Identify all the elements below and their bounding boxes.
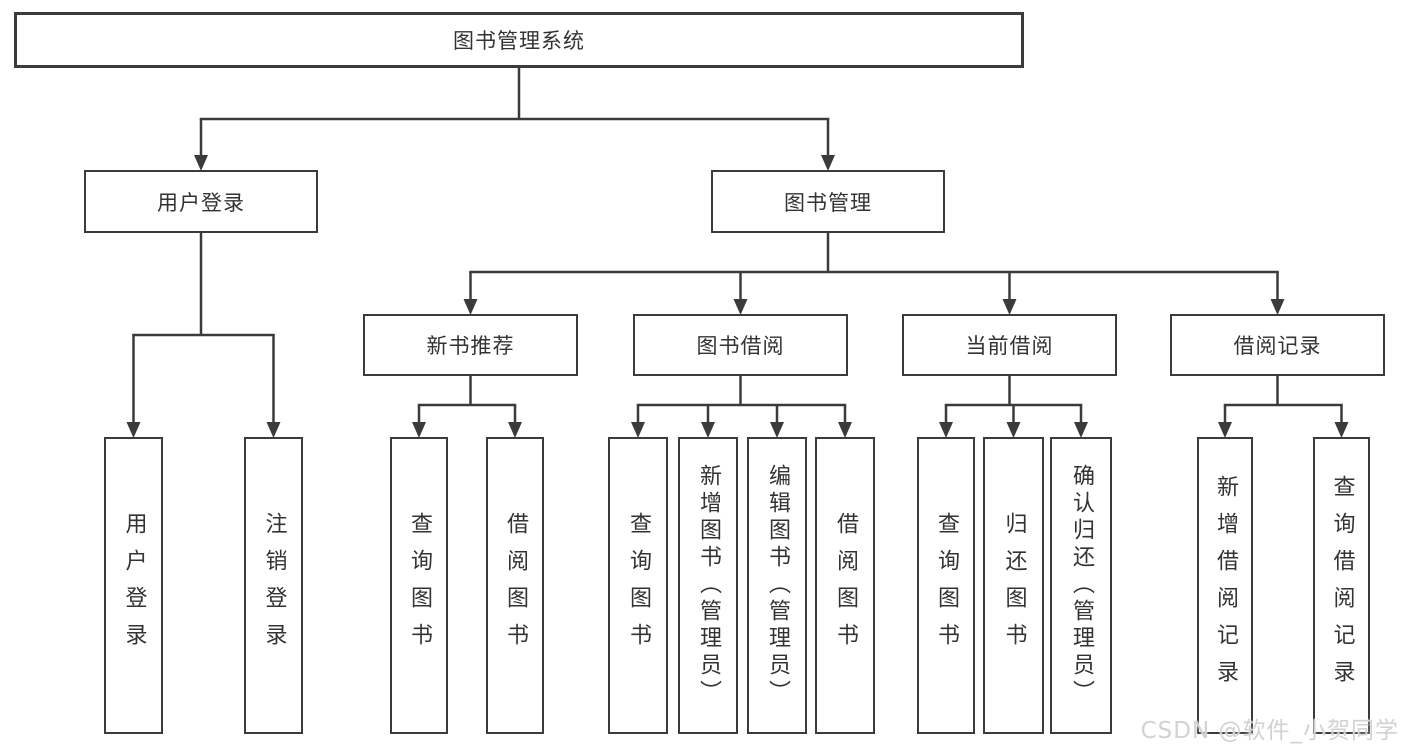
node-label: 图书管理: [784, 190, 872, 215]
arrow-head: [631, 422, 645, 438]
node-nb_borrow: 借阅图书: [486, 437, 544, 734]
arrow-head: [733, 299, 748, 315]
node-bw_add: 新增图书（管理员）: [678, 437, 738, 734]
node-cur_return: 归还图书: [983, 437, 1044, 734]
arrow-head: [126, 422, 141, 438]
node-label: 确认归还（管理员）: [1069, 464, 1094, 707]
node-label: 用户登录: [157, 190, 245, 215]
arrow-head: [821, 155, 835, 171]
node-label: 查询图书: [407, 511, 432, 660]
node-nb_query: 查询图书: [390, 437, 448, 734]
arrow-head: [412, 422, 426, 438]
node-label: 新增借阅记录: [1213, 474, 1238, 697]
node-bw_edit: 编辑图书（管理员）: [747, 437, 807, 734]
node-current: 当前借阅: [902, 314, 1117, 376]
watermark: CSDN @软件_小贺同学: [1140, 718, 1399, 744]
arrow-head: [266, 422, 281, 438]
node-label: 图书管理系统: [453, 29, 585, 53]
arrow-head: [939, 422, 953, 438]
node-bw_borrow: 借阅图书: [815, 437, 875, 734]
node-l_login: 用户登录: [104, 437, 163, 734]
node-borrow: 图书借阅: [633, 314, 848, 376]
arrow-head: [1270, 299, 1285, 315]
node-label: 查询图书: [934, 511, 959, 660]
node-label: 当前借阅: [965, 334, 1054, 358]
arrow-head: [770, 422, 784, 438]
node-records: 借阅记录: [1170, 314, 1385, 376]
node-label: 查询借阅记录: [1329, 474, 1355, 697]
node-rec_add: 新增借阅记录: [1197, 437, 1253, 734]
arrow-head: [701, 422, 715, 438]
arrow-head: [838, 422, 852, 438]
node-label: 注销登录: [261, 511, 287, 660]
node-cur_query: 查询图书: [917, 437, 975, 734]
arrow-head: [1002, 299, 1017, 315]
node-mgmt: 图书管理: [711, 170, 945, 233]
arrow-head: [1218, 422, 1232, 438]
node-label: 新书推荐: [426, 334, 515, 358]
node-label: 归还图书: [1001, 511, 1027, 660]
arrow-head: [1006, 422, 1021, 438]
node-newbook: 新书推荐: [363, 314, 578, 376]
node-login: 用户登录: [84, 170, 318, 233]
node-rec_query: 查询借阅记录: [1313, 437, 1370, 734]
node-bw_query: 查询图书: [608, 437, 668, 734]
node-label: 借阅图书: [833, 511, 858, 660]
node-label: 编辑图书（管理员）: [765, 464, 790, 707]
node-label: 借阅记录: [1233, 334, 1322, 358]
node-label: 新增图书（管理员）: [696, 464, 721, 707]
node-label: 用户登录: [121, 511, 147, 660]
arrow-head: [1334, 422, 1349, 438]
arrow-head: [508, 422, 522, 438]
node-label: 借阅图书: [503, 511, 528, 660]
arrow-head: [194, 155, 208, 171]
node-root: 图书管理系统: [14, 12, 1024, 68]
node-l_logout: 注销登录: [244, 437, 303, 734]
node-label: 图书借阅: [696, 334, 785, 358]
node-label: 查询图书: [626, 511, 651, 660]
arrow-head: [463, 299, 478, 315]
arrow-head: [1074, 422, 1088, 438]
node-cur_confirm: 确认归还（管理员）: [1050, 437, 1112, 734]
